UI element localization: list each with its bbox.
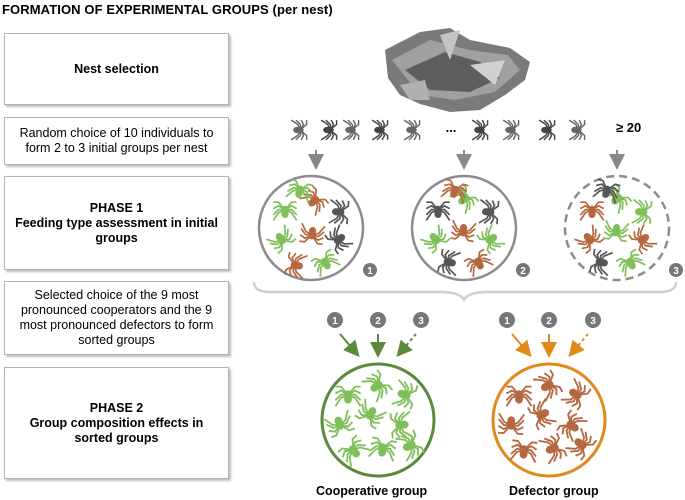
spider-icon [615,248,646,277]
spider-icon [478,198,500,225]
nest-image [385,28,530,112]
spider-icon [527,398,557,431]
spider-icon [272,201,298,221]
spider-icon [538,432,568,465]
spider-icon [538,119,556,141]
spider-icon [568,119,586,141]
arrow-defect-3 [568,333,589,358]
spider-row [290,119,586,141]
svg-text:2: 2 [375,316,381,327]
spider-icon [437,248,461,277]
spider-icon [574,224,605,255]
diagram-title: FORMATION OF EXPERIMENTAL GROUPS (per ne… [2,2,333,17]
spider-icon [565,427,598,461]
spider-icon [497,412,525,435]
spider-icon [603,219,630,243]
spider-icon [463,248,494,277]
stage-text: PHASE 2 Group composition effects in sor… [29,400,204,445]
spider-icon [440,178,469,204]
cooperative-group-label: Cooperative group [316,484,428,498]
stage-text: Random choice of 10 individuals to form … [19,126,214,155]
spider-icon [371,119,389,141]
arrow-coop-1 [339,333,360,358]
arrow-coop-3 [396,333,417,358]
svg-text:1: 1 [367,266,373,277]
spider-icon [450,219,477,243]
spider-icon [391,379,419,410]
spider-icon [505,385,533,407]
stage-phase-2: PHASE 2 Group composition effects in sor… [4,367,229,479]
spider-icon [560,378,592,411]
stage-phase-1: PHASE 1 Feeding type assessment in initi… [4,176,229,270]
coop-source-1: 1 [327,312,343,328]
spider-icon [320,119,338,141]
spider-icon [367,436,398,462]
spider-icon [556,409,588,443]
spider-icon [403,119,421,141]
stage-selected-choice: Selected choice of the 9 most pronounced… [4,281,229,355]
spider-icon [395,429,425,462]
group-1-number-badge: 1 [363,263,377,277]
spider-icon [509,439,538,463]
stage-text: Nest selection [74,61,159,76]
spider-icon [284,251,308,280]
spider-icon [290,119,308,141]
spider-icon [579,201,605,221]
grouping-brace [252,281,678,303]
spider-icon [420,224,451,255]
spider-icon [310,248,341,277]
defector-group-label: Defector group [509,484,599,498]
spider-row-ellipsis: ... [446,120,457,135]
spider-icon [471,119,489,141]
stage-text: PHASE 1 Feeding type assessment in initi… [15,200,218,245]
svg-text:1: 1 [504,316,510,327]
spider-icon [342,119,360,141]
stage-nest-selection: Nest selection [4,33,229,105]
defect-source-2: 2 [541,312,557,328]
spider-icon [533,369,564,402]
spider-icon [361,369,394,403]
spider-icon [389,410,413,439]
svg-text:2: 2 [546,316,552,327]
arrow-defect-1 [511,333,532,358]
spider-icon [328,198,350,225]
svg-text:3: 3 [673,266,679,277]
spider-icon [628,224,658,255]
stage-text: Selected choice of the 9 most pronounced… [19,288,214,347]
sorted-group-spiders [323,369,598,467]
coop-source-2: 2 [370,312,386,328]
svg-text:3: 3 [418,316,424,327]
group-3-number-badge: 3 [669,263,683,277]
spider-icon [324,224,354,255]
svg-text:1: 1 [332,316,338,327]
spider-icon [337,434,371,467]
spider-icon [425,201,451,221]
spider-icon [476,224,506,255]
spider-icon [589,248,613,277]
spider-icon [592,178,621,204]
spider-count-label: ≥ 20 [616,120,642,135]
svg-text:3: 3 [590,316,596,327]
stage-random-choice: Random choice of 10 individuals to form … [4,117,229,165]
defect-source-1: 1 [499,312,515,328]
spider-icon [266,224,297,255]
initial-group-spiders [266,178,658,280]
spider-icon [502,119,520,141]
svg-text:2: 2 [520,266,526,277]
spider-icon [631,198,653,225]
spider-icon [285,178,314,204]
spider-icon [299,222,326,246]
coop-source-3: 3 [413,312,429,328]
spider-icon [323,409,356,439]
group-2-number-badge: 2 [516,263,530,277]
spider-icon [334,385,362,407]
defect-source-3: 3 [585,312,601,328]
spider-icon [354,398,387,430]
